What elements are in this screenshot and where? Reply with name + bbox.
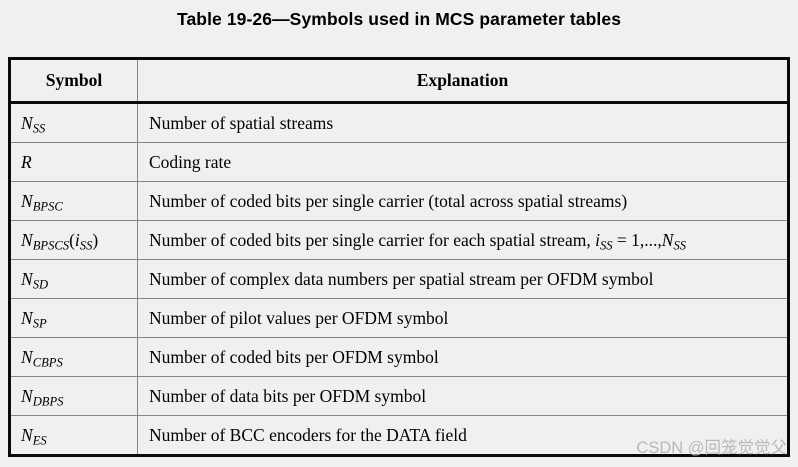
explanation-cell: Number of BCC encoders for the DATA fiel… (137, 415, 789, 456)
explanation-cell: Number of coded bits per single carrier … (137, 181, 789, 221)
symbol-cell: NBPSC (9, 181, 138, 221)
explanation-cell: Number of complex data numbers per spati… (137, 259, 789, 299)
explanation-cell: Coding rate (137, 142, 789, 182)
symbol-cell: NBPSCS(iSS) (9, 220, 138, 260)
column-header-explanation: Explanation (137, 58, 789, 104)
table-caption: Table 19-26—Symbols used in MCS paramete… (176, 9, 622, 29)
symbol-cell: NSP (9, 298, 138, 338)
explanation-cell: Number of coded bits per OFDM symbol (137, 337, 789, 377)
symbol-cell: NES (9, 415, 138, 456)
symbol-cell: NSD (9, 259, 138, 299)
column-header-symbol: Symbol (9, 58, 138, 104)
symbol-cell: NSS (9, 102, 138, 143)
table-row: NBPSCS(iSS)Number of coded bits per sing… (9, 220, 789, 260)
symbol-cell: NCBPS (9, 337, 138, 377)
explanation-cell: Number of coded bits per single carrier … (137, 220, 789, 260)
table-header-row: Symbol Explanation (9, 58, 789, 104)
symbol-cell: NDBPS (9, 376, 138, 416)
explanation-cell: Number of data bits per OFDM symbol (137, 376, 789, 416)
symbol-cell: R (9, 142, 138, 182)
explanation-cell: Number of pilot values per OFDM symbol (137, 298, 789, 338)
csdn-watermark: CSDN @回笼觉觉父 (636, 439, 787, 457)
explanation-cell: Number of spatial streams (137, 102, 789, 143)
